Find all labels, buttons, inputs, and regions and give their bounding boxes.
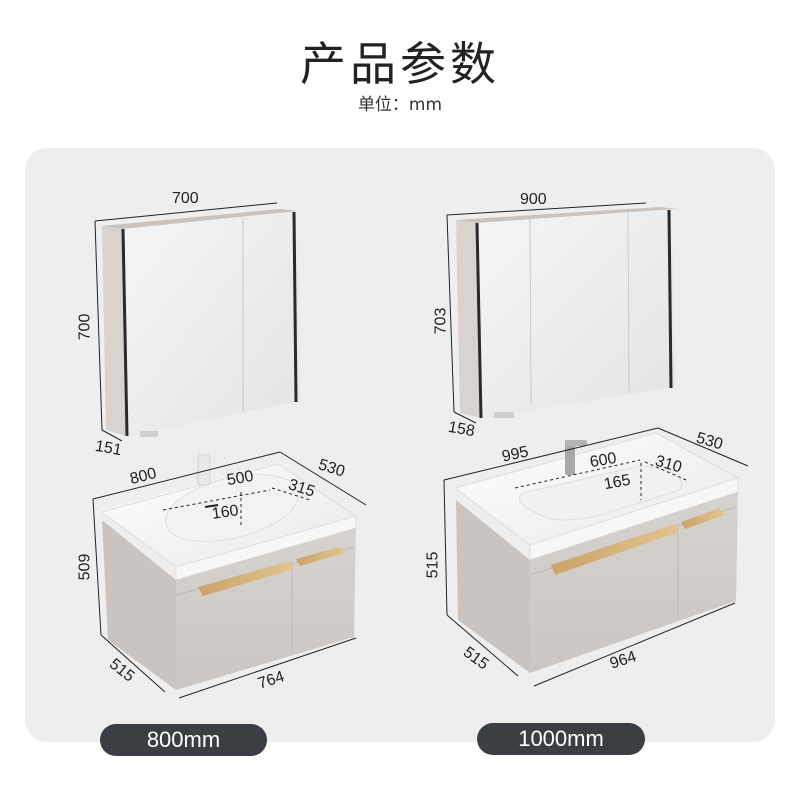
dim-mirror-height-800: 700 — [76, 313, 94, 341]
size-label-1000: 1000mm — [477, 723, 645, 755]
size-label-800: 800mm — [100, 724, 267, 756]
dimension-lines-vanity-800 — [92, 451, 367, 699]
dim-mirror-width-800: 700 — [172, 190, 199, 207]
dim-basin-height-800: 160 — [210, 502, 240, 523]
dim-mirror-width-1000: 900 — [520, 191, 547, 208]
page-title: 产品参数 — [300, 37, 500, 91]
mirror-cabinet-800 — [102, 209, 300, 437]
dimension-lines-vanity-1000 — [443, 427, 749, 687]
mirror-cabinet-1000 — [456, 207, 678, 419]
vanity-800 — [96, 454, 358, 690]
dimension-lines-mirror-800 — [94, 202, 278, 442]
dimension-lines-mirror-1000 — [446, 202, 647, 424]
vanity-1000 — [453, 432, 740, 673]
dim-mirror-height-1000: 703 — [432, 307, 450, 335]
dim-height-800: 509 — [76, 553, 94, 581]
dim-height-1000: 515 — [424, 551, 442, 579]
unit-label: 单位：mm — [357, 95, 443, 115]
